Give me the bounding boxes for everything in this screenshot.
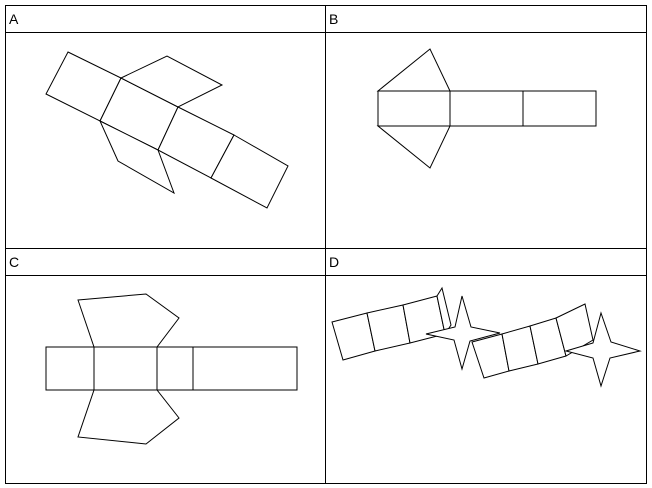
panel-label-b: B	[329, 11, 338, 27]
net-c-rect-1	[45, 346, 95, 391]
net-a-rhombus-top	[119, 55, 224, 108]
net-a	[45, 51, 289, 209]
net-a-rhombus-bottom	[98, 119, 175, 195]
net-d-star-2	[564, 311, 642, 388]
net-b-rect-2	[449, 90, 524, 127]
net-d-square-2	[366, 304, 411, 352]
net-d-star-1	[425, 295, 501, 371]
net-d-square-8	[555, 303, 594, 357]
net-a-square-3	[210, 134, 289, 209]
net-c-pentagon-bottom	[77, 389, 180, 445]
net-b	[376, 48, 597, 169]
net-c	[45, 293, 298, 445]
net-c-rect-3	[156, 346, 194, 391]
panel-label-a: A	[9, 11, 19, 27]
net-b-triangle-bottom	[376, 125, 451, 169]
net-b-triangle-top	[376, 48, 451, 92]
net-c-rect-4	[192, 346, 298, 391]
table-grid	[5, 5, 647, 484]
net-d	[331, 286, 642, 388]
net-b-rect-3	[522, 90, 597, 127]
panel-label-c: C	[9, 254, 19, 270]
net-b-rect-1	[377, 90, 451, 127]
net-c-pentagon-top	[77, 293, 180, 348]
net-c-rect-2	[93, 346, 158, 391]
net-d-square-4	[436, 286, 452, 336]
panel-label-d: D	[329, 254, 339, 270]
